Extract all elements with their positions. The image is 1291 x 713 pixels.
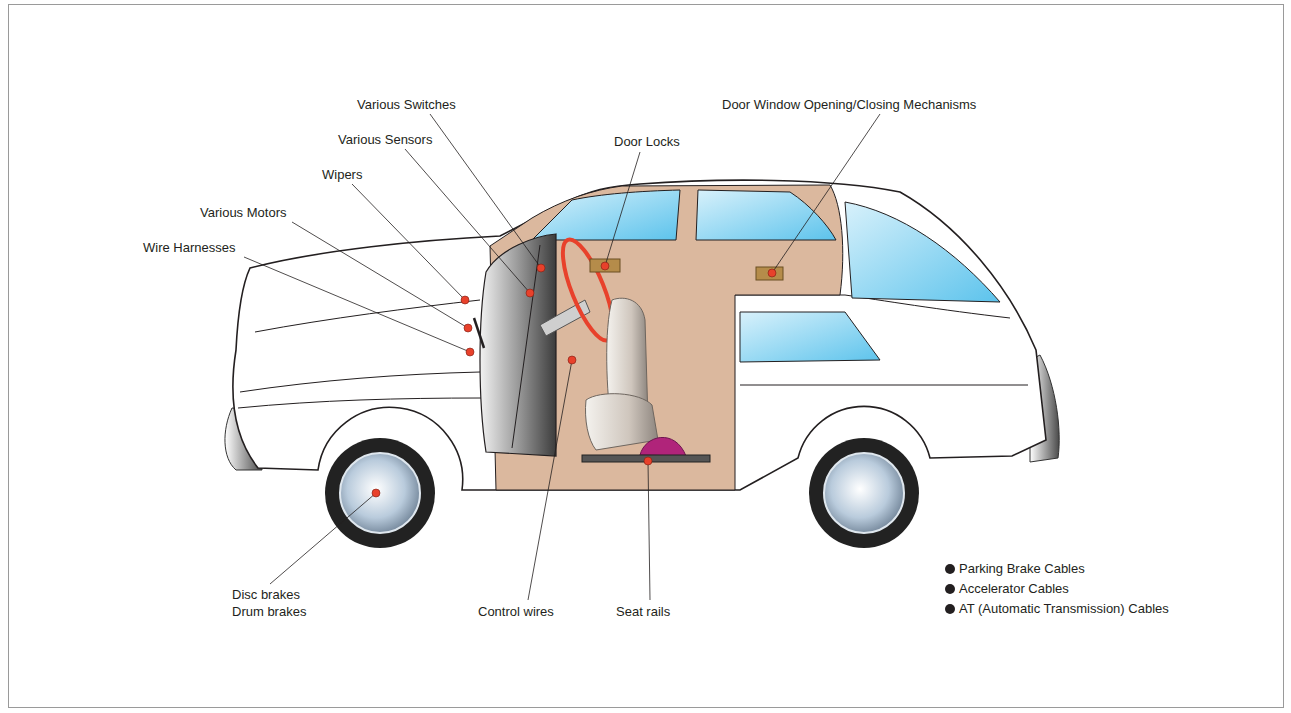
leader-line bbox=[292, 222, 468, 328]
leader-line bbox=[405, 149, 530, 293]
leader-line bbox=[772, 114, 880, 273]
callout-label: Disc brakes bbox=[232, 587, 300, 603]
bullet bbox=[945, 584, 955, 594]
marker-dot bbox=[464, 324, 472, 332]
window bbox=[845, 202, 1000, 302]
leader-line bbox=[244, 257, 470, 352]
front-rim bbox=[340, 453, 420, 533]
rear-tire bbox=[809, 438, 919, 548]
list-item: AT (Automatic Transmission) Cables bbox=[959, 601, 1169, 617]
callout-label: Various Sensors bbox=[338, 132, 432, 148]
leader-line bbox=[270, 493, 376, 584]
marker-dots bbox=[372, 262, 776, 497]
list-item: Accelerator Cables bbox=[959, 581, 1069, 597]
marker-dot bbox=[644, 457, 652, 465]
door-edge bbox=[512, 245, 540, 448]
callout-label: Seat rails bbox=[616, 604, 670, 620]
rear-rim bbox=[824, 453, 904, 533]
body-line bbox=[240, 372, 480, 392]
marker-dot bbox=[526, 289, 534, 297]
hood-line bbox=[255, 300, 480, 332]
leader-line bbox=[528, 360, 572, 600]
callout-label: Various Motors bbox=[200, 205, 286, 221]
bullet bbox=[945, 564, 955, 574]
front-tire bbox=[325, 438, 435, 548]
door-lock bbox=[590, 259, 620, 272]
open-door bbox=[480, 234, 556, 456]
callout-label: Door Window Opening/Closing Mechanisms bbox=[722, 97, 976, 113]
leader-line bbox=[352, 184, 465, 300]
car-body bbox=[233, 180, 1046, 490]
callout-label: Control wires bbox=[478, 604, 554, 620]
bullet bbox=[945, 604, 955, 614]
wiper-blade bbox=[474, 318, 484, 348]
body-line bbox=[238, 398, 482, 408]
marker-dot bbox=[537, 264, 545, 272]
body-line bbox=[740, 385, 1028, 386]
leader-line bbox=[648, 461, 650, 600]
marker-dot bbox=[768, 269, 776, 277]
frame bbox=[9, 5, 1284, 708]
list-bullets bbox=[945, 564, 955, 614]
callout-label: Drum brakes bbox=[232, 604, 306, 620]
leader-lines bbox=[244, 114, 880, 600]
marker-dot bbox=[466, 348, 474, 356]
window bbox=[740, 312, 880, 362]
callout-label: Door Locks bbox=[614, 134, 680, 150]
marker-dot bbox=[568, 356, 576, 364]
list-item: Parking Brake Cables bbox=[959, 561, 1085, 577]
callout-label: Various Switches bbox=[357, 97, 456, 113]
marker-dot bbox=[601, 262, 609, 270]
seat-mechanism bbox=[640, 437, 686, 456]
leader-line bbox=[430, 114, 541, 268]
marker-dot bbox=[372, 489, 380, 497]
leader-line bbox=[605, 152, 640, 266]
window bbox=[696, 190, 836, 240]
door-lock bbox=[756, 267, 783, 280]
marker-dot bbox=[461, 296, 469, 304]
seat-cushion bbox=[585, 394, 658, 450]
window bbox=[532, 190, 680, 240]
callout-label: Wire Harnesses bbox=[143, 240, 235, 256]
callout-label: Wipers bbox=[322, 167, 362, 183]
